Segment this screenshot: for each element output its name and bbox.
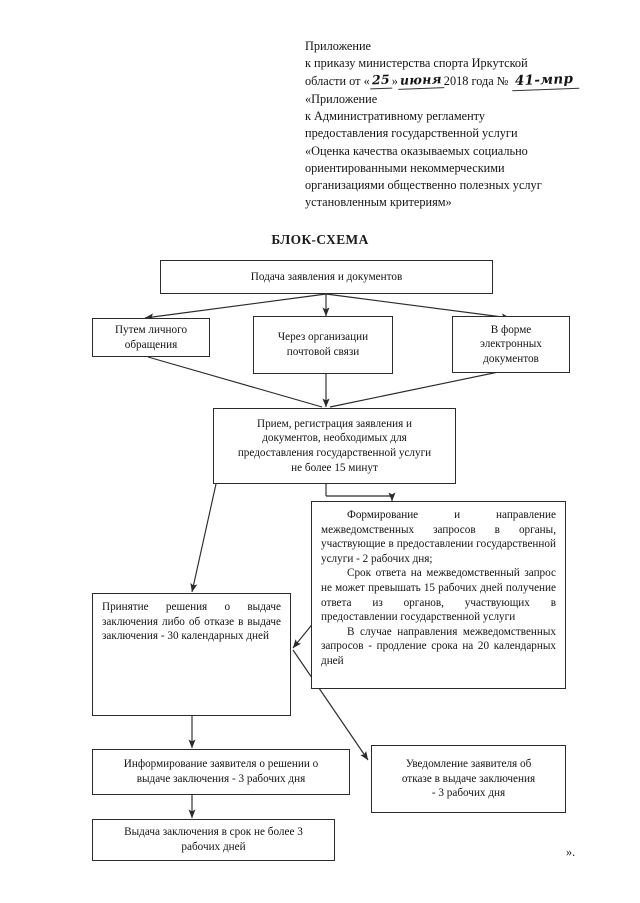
header-line-service: предоставления государственной услуги xyxy=(305,126,518,141)
node-interagency-para3: В случае направления межведомственных за… xyxy=(321,625,556,667)
node-submission-label: Подача заявления и документов xyxy=(250,270,403,283)
node-issue-line1: Выдача заключения в срок не более 3 xyxy=(124,826,303,839)
node-in-person-line1: Путем личного xyxy=(114,323,188,336)
node-refusal-line2: отказе в выдаче заключения xyxy=(401,772,536,785)
footer-closing-quote: ». xyxy=(566,845,576,859)
node-inform-line2: выдаче заключения - 3 рабочих дня xyxy=(136,773,306,785)
node-electronic-line2: электронных xyxy=(480,338,542,351)
node-registration-line4: не более 15 минут xyxy=(291,461,378,474)
header-line-regulation: к Административному регламенту xyxy=(305,109,486,124)
handwritten-day: 25 xyxy=(369,70,393,90)
node-interagency-para2: Срок ответа на межведомственный запрос н… xyxy=(321,567,556,624)
header-line-appendix-2: «Приложение xyxy=(305,92,378,107)
node-inform: Информирование заявителя о решении о выд… xyxy=(92,749,350,795)
node-postal-line2: почтовой связи xyxy=(286,346,360,358)
date-year: 2018 xyxy=(443,74,469,89)
handwritten-month: июня xyxy=(397,70,445,91)
header-line-quality-2: ориентированными некоммерческими xyxy=(305,160,505,175)
node-registration-line2: документов, необходимых для xyxy=(262,432,407,445)
header-line-order: к приказу министерства спорта Иркутской xyxy=(305,56,528,71)
date-prefix: области от « xyxy=(305,74,370,89)
node-decision-text: Принятие решения о выдаче заключения либ… xyxy=(102,601,281,643)
node-refusal-line3: - 3 рабочих дня xyxy=(431,787,506,800)
number-label: № xyxy=(496,74,509,89)
node-electronic-line1: В форме xyxy=(490,323,532,336)
flowchart-title: БЛОК-СХЕМА xyxy=(271,232,369,247)
node-inform-line1: Информирование заявителя о решении о xyxy=(123,758,319,771)
date-year-word: года xyxy=(471,74,494,89)
node-electronic: В форме электронных документов xyxy=(452,316,570,373)
node-postal-line1: Через организации xyxy=(277,331,369,344)
node-electronic-line3: документов xyxy=(483,352,539,365)
header-line-quality-4: установленным критериям» xyxy=(305,194,452,209)
node-in-person: Путем личного обращения xyxy=(92,318,210,357)
node-issue-line2: рабочих дней xyxy=(181,841,246,853)
node-issue: Выдача заключения в срок не более 3 рабо… xyxy=(92,819,335,861)
header-line-quality-3: организациями общественно полезных услуг xyxy=(305,177,542,192)
handwritten-number: 41-мпр xyxy=(511,70,580,92)
header-line-quality-1: «Оценка качества оказываемых социально xyxy=(305,143,528,158)
node-submission: Подача заявления и документов xyxy=(160,260,493,294)
node-registration-line3: предоставления государственной услуги xyxy=(237,447,432,459)
node-decision: Принятие решения о выдаче заключения либ… xyxy=(92,593,291,716)
node-registration-line1: Прием, регистрация заявления и xyxy=(256,417,413,430)
header-line-appendix: Приложение xyxy=(305,39,371,53)
node-postal: Через организации почтовой связи xyxy=(253,316,393,374)
document-header: Приложение к приказу министерства спорта… xyxy=(305,38,635,211)
node-refusal-notice: Уведомление заявителя об отказе в выдаче… xyxy=(371,745,566,813)
node-in-person-line2: обращения xyxy=(124,338,178,351)
node-interagency: Формирование и направление межведомствен… xyxy=(311,501,566,689)
node-registration: Прием, регистрация заявления и документо… xyxy=(213,408,456,484)
node-refusal-line1: Уведомление заявителя об xyxy=(405,758,532,771)
node-interagency-para1: Формирование и направление межведомствен… xyxy=(321,509,556,565)
date-quote-close: » xyxy=(391,74,398,89)
